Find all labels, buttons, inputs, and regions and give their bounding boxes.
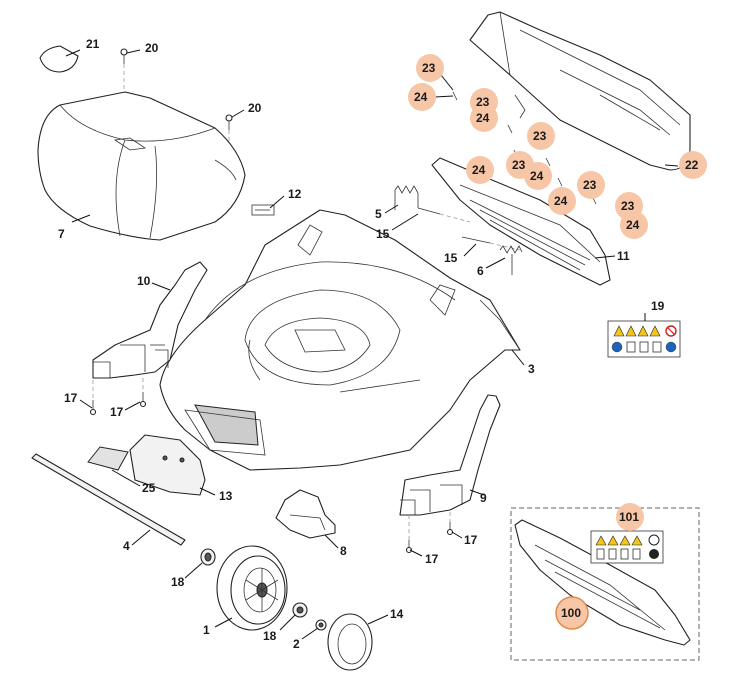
part-6-spring[interactable] bbox=[499, 245, 523, 275]
callout-6: 6 bbox=[477, 264, 484, 278]
callout-15-lower: 15 bbox=[444, 251, 458, 265]
callout-23-b: 23 bbox=[476, 95, 490, 109]
callout-24-b: 24 bbox=[476, 111, 490, 125]
callout-18-a: 18 bbox=[171, 575, 185, 589]
callout-24-c: 24 bbox=[472, 163, 486, 177]
callout-14: 14 bbox=[390, 607, 404, 621]
callout-12: 12 bbox=[288, 187, 302, 201]
part-5-spring[interactable] bbox=[394, 185, 419, 210]
part-100-flap-kit[interactable] bbox=[514, 519, 691, 646]
part-20-screw-top[interactable] bbox=[120, 48, 128, 96]
callout-labels: 21 20 20 7 12 5 15 15 6 11 10 19 3 17 17… bbox=[58, 37, 699, 651]
callout-24-a: 24 bbox=[414, 90, 428, 104]
callout-1: 1 bbox=[203, 623, 210, 637]
callout-7: 7 bbox=[58, 227, 65, 241]
leader-lines bbox=[65, 49, 679, 640]
callout-21: 21 bbox=[86, 37, 100, 51]
part-10-left-bracket[interactable] bbox=[92, 261, 208, 379]
callout-22: 22 bbox=[685, 158, 699, 172]
callout-9: 9 bbox=[480, 491, 487, 505]
callout-24-f: 24 bbox=[626, 218, 640, 232]
callout-17-b: 17 bbox=[110, 405, 124, 419]
callout-17-d: 17 bbox=[425, 552, 439, 566]
part-21-cap[interactable] bbox=[39, 45, 79, 73]
part-25-plate[interactable] bbox=[87, 446, 129, 471]
callout-24-d: 24 bbox=[530, 169, 544, 183]
part-17-screw-a[interactable] bbox=[89, 380, 97, 416]
part-18-bushing-b[interactable] bbox=[292, 602, 308, 618]
part-19-warning-label[interactable] bbox=[607, 320, 681, 358]
part-23-24-screw-set[interactable] bbox=[452, 91, 597, 205]
callout-23-c: 23 bbox=[533, 129, 547, 143]
part-101-warning-label[interactable] bbox=[590, 530, 664, 564]
callout-3: 3 bbox=[528, 362, 535, 376]
callout-8: 8 bbox=[340, 544, 347, 558]
callout-20-right: 20 bbox=[248, 101, 262, 115]
part-8-bracket[interactable] bbox=[275, 489, 336, 539]
callout-23-a: 23 bbox=[422, 61, 436, 75]
part-17-screw-c[interactable] bbox=[446, 512, 454, 536]
callout-15-upper: 15 bbox=[376, 227, 390, 241]
part-9-right-bracket[interactable] bbox=[399, 394, 501, 516]
part-22-flap-cover[interactable] bbox=[469, 11, 691, 171]
callout-23-d: 23 bbox=[512, 158, 526, 172]
part-7-lid[interactable] bbox=[37, 91, 246, 241]
callout-10: 10 bbox=[137, 274, 151, 288]
highlight-circles bbox=[408, 54, 707, 630]
callout-17-c: 17 bbox=[464, 533, 478, 547]
kit-box bbox=[510, 507, 700, 661]
callout-2: 2 bbox=[293, 637, 300, 651]
part-13-cover[interactable] bbox=[129, 434, 206, 496]
callout-100: 100 bbox=[561, 606, 581, 620]
part-14-hubcap[interactable] bbox=[327, 613, 373, 671]
callout-18-b: 18 bbox=[263, 629, 277, 643]
callout-24-e: 24 bbox=[554, 194, 568, 208]
callout-23-e: 23 bbox=[583, 178, 597, 192]
part-4-axle[interactable] bbox=[31, 453, 186, 546]
part-15-pin-lower[interactable] bbox=[461, 236, 521, 251]
callout-13: 13 bbox=[219, 489, 233, 503]
callout-4: 4 bbox=[123, 539, 130, 553]
callout-17-a: 17 bbox=[64, 391, 78, 405]
callout-20-top: 20 bbox=[145, 41, 159, 55]
callout-25: 25 bbox=[142, 481, 156, 495]
part-17-screw-b[interactable] bbox=[139, 378, 147, 408]
callout-11: 11 bbox=[617, 249, 630, 263]
part-18-bushing-a[interactable] bbox=[200, 548, 216, 566]
callout-19: 19 bbox=[651, 299, 665, 313]
part-17-screw-d[interactable] bbox=[405, 515, 413, 554]
part-2-nut[interactable] bbox=[315, 619, 327, 631]
callout-23-f: 23 bbox=[621, 199, 635, 213]
part-3-housing[interactable] bbox=[159, 209, 521, 471]
callout-101: 101 bbox=[619, 510, 639, 524]
callout-5: 5 bbox=[375, 207, 382, 221]
part-15-pin-upper[interactable] bbox=[417, 207, 471, 223]
part-12-label[interactable] bbox=[251, 204, 275, 216]
part-1-wheel[interactable] bbox=[216, 545, 288, 631]
